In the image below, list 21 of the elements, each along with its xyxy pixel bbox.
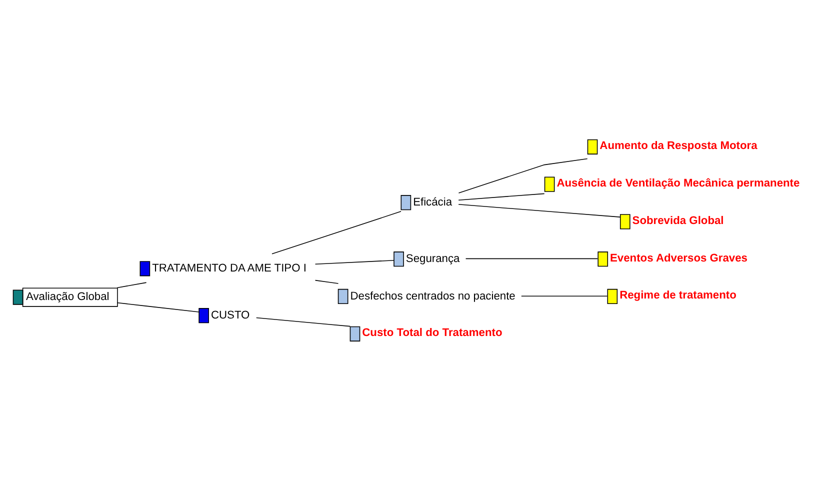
node-label: Desfechos centrados no paciente <box>350 290 516 302</box>
connector <box>458 192 545 200</box>
node-label: Aumento da Resposta Motora <box>600 140 758 152</box>
connector <box>314 259 394 264</box>
node-label: Ausência de Ventilação Mecânica permanente <box>556 176 800 189</box>
node-label: Segurança <box>406 252 460 265</box>
connector <box>521 295 608 296</box>
node-label: Regime de tratamento <box>620 289 736 302</box>
node-label: Eficácia <box>413 196 452 208</box>
node-label: CUSTO <box>210 309 250 322</box>
connector <box>116 282 147 288</box>
connector <box>314 279 339 284</box>
connector <box>465 258 598 259</box>
connector <box>256 316 351 326</box>
connector <box>116 302 200 312</box>
connector <box>458 204 621 217</box>
node-label: Custo Total do Tratamento <box>362 326 502 339</box>
connector <box>272 210 402 254</box>
node-label: Eventos Adversos Graves <box>610 252 748 264</box>
node-label: TRATAMENTO DA AME TIPO I <box>152 262 306 274</box>
node-label: Sobrevida Global <box>632 214 724 226</box>
